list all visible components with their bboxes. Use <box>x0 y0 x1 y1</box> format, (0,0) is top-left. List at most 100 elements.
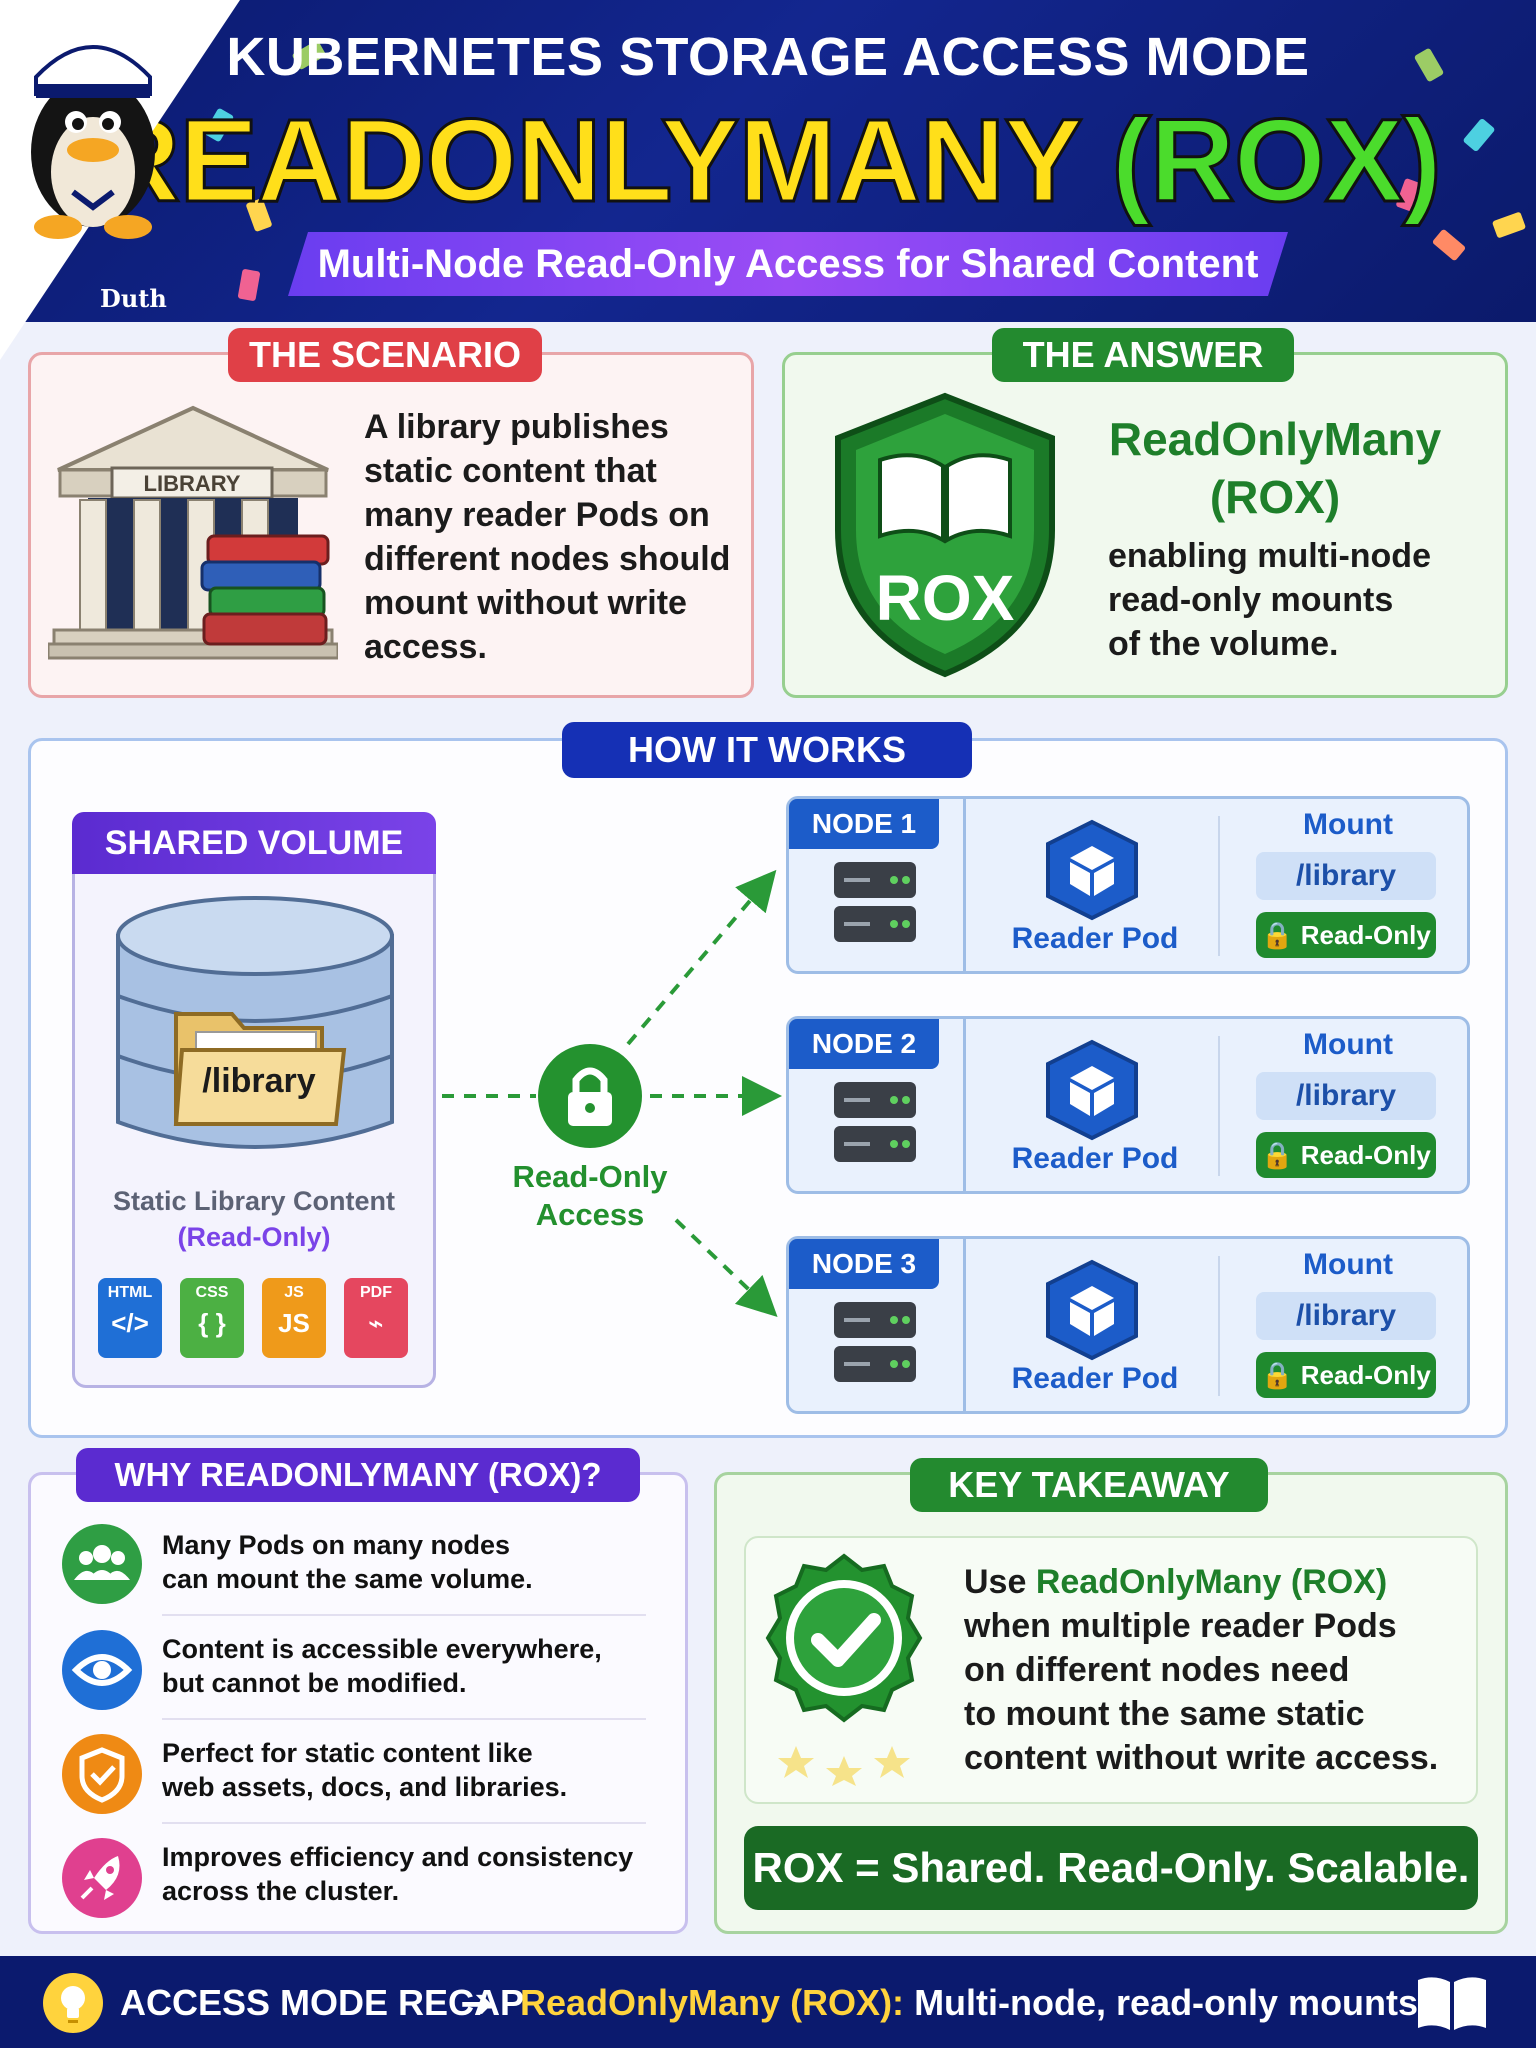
why-item-line: but cannot be modified. <box>162 1668 467 1698</box>
why-item-line: Many Pods on many nodes <box>162 1530 511 1560</box>
page-subtitle: Multi-Node Read-Only Access for Shared C… <box>288 232 1288 296</box>
why-item-4: Improves efficiency and consistency acro… <box>162 1840 662 1908</box>
pod-cube-icon <box>1040 818 1144 922</box>
takeaway-label: KEY TAKEAWAY <box>910 1458 1268 1512</box>
arrow-right-icon: ➔ <box>460 1982 494 2026</box>
takeaway-line: Use ReadOnlyMany (ROX) <box>964 1560 1464 1604</box>
divider <box>162 1822 646 1824</box>
divider <box>162 1718 646 1720</box>
folder-path: /library <box>202 1062 316 1100</box>
answer-text: enabling multi-node read-only mounts of … <box>1108 534 1488 666</box>
confetti <box>237 268 261 302</box>
answer-title-line2: (ROX) <box>1209 471 1341 523</box>
read-only-badge-label: Read-Only <box>1300 920 1431 950</box>
reader-pod-label: Reader Pod <box>1011 922 1179 955</box>
node-3-tag: NODE 3 <box>789 1239 939 1289</box>
file-glyph: ⌁ <box>368 1308 384 1338</box>
js-file-icon: JS JS <box>262 1278 326 1358</box>
footer-highlight: ReadOnlyMany (ROX): <box>520 1982 905 2023</box>
shield-text: ROX <box>876 562 1015 634</box>
reader-pod-label: Reader Pod <box>1011 1142 1179 1175</box>
rox-shield-icon: ROX <box>830 390 1060 680</box>
lightbulb-icon <box>42 1972 104 2034</box>
pdf-file-icon: PDF ⌁ <box>344 1278 408 1358</box>
shield-check-icon <box>62 1734 142 1814</box>
answer-line: of the volume. <box>1108 625 1339 663</box>
access-line1: Read-Only <box>512 1159 668 1194</box>
why-item-3: Perfect for static content like web asse… <box>162 1736 662 1804</box>
check-badge-icon <box>756 1550 932 1786</box>
server-icon <box>832 1300 918 1384</box>
read-only-badge: 🔒 Read-Only <box>1256 1352 1436 1398</box>
access-line2: Access <box>535 1197 645 1232</box>
takeaway-highlight: ReadOnlyMany (ROX) <box>1035 1563 1388 1601</box>
takeaway-text: Use ReadOnlyMany (ROX) when multiple rea… <box>964 1560 1464 1780</box>
html-file-icon: HTML </> <box>98 1278 162 1358</box>
page-kicker: KUBERNETES STORAGE ACCESS MODE <box>226 27 1310 87</box>
mount-path: /library <box>1256 1072 1436 1120</box>
mount-label: Mount <box>1303 808 1393 841</box>
file-glyph: JS <box>278 1308 310 1338</box>
svg-text:LIBRARY: LIBRARY <box>144 471 241 496</box>
answer-label: THE ANSWER <box>992 328 1294 382</box>
corner-text: Duth <box>100 284 167 313</box>
node-divider <box>963 796 966 974</box>
server-icon <box>832 860 918 944</box>
why-item-line: Perfect for static content like <box>162 1738 533 1768</box>
why-item-line: Content is accessible everywhere, <box>162 1634 602 1664</box>
mount-label: Mount <box>1303 1028 1393 1061</box>
why-item-line: can mount the same volume. <box>162 1564 533 1594</box>
mount-label: Mount <box>1303 1248 1393 1281</box>
why-item-line: Improves efficiency and consistency <box>162 1842 634 1872</box>
folder-icon <box>172 1004 348 1128</box>
shared-volume-label: SHARED VOLUME <box>72 812 436 874</box>
access-label: Read-Only Access <box>500 1158 680 1234</box>
open-book-icon <box>1414 1972 1490 2034</box>
file-tag: PDF <box>360 1284 392 1301</box>
pod-cube-icon <box>1040 1258 1144 1362</box>
node-2-tag: NODE 2 <box>789 1019 939 1069</box>
file-tag: JS <box>284 1284 304 1301</box>
content-note: (Read-Only) <box>177 1222 331 1252</box>
takeaway-line: on different nodes need <box>964 1651 1350 1689</box>
footer-recap: ReadOnlyMany (ROX): Multi-node, read-onl… <box>520 1980 1428 2026</box>
takeaway-line: to mount the same static <box>964 1695 1365 1733</box>
scenario-line: access. <box>364 628 487 666</box>
read-only-badge-label: Read-Only <box>1300 1140 1431 1170</box>
answer-line: enabling multi-node <box>1108 537 1431 575</box>
library-building-icon: LIBRARY <box>46 400 340 670</box>
css-file-icon: CSS { } <box>180 1278 244 1358</box>
scenario-line: many reader Pods on <box>364 496 710 534</box>
footer-text: Multi-node, read-only mounts. <box>914 1982 1429 2023</box>
answer-title-line1: ReadOnlyMany <box>1108 413 1442 465</box>
mount-path: /library <box>1256 1292 1436 1340</box>
footer-label: ACCESS MODE RECAP <box>120 1982 525 2023</box>
node-1-tag: NODE 1 <box>789 799 939 849</box>
node-divider <box>1218 816 1220 956</box>
divider <box>162 1614 646 1616</box>
why-item-line: web assets, docs, and libraries. <box>162 1772 568 1802</box>
why-label: WHY READONLYMANY (ROX)? <box>76 1448 640 1502</box>
answer-title: ReadOnlyMany (ROX) <box>1090 410 1460 526</box>
mount-path: /library <box>1256 852 1436 900</box>
scenario-text: A library publishes static content that … <box>364 405 734 669</box>
pod-cube-icon <box>1040 1038 1144 1142</box>
takeaway-slogan: ROX = Shared. Read-Only. Scalable. <box>744 1826 1478 1910</box>
how-label: HOW IT WORKS <box>562 722 972 778</box>
header-banner: KUBERNETES STORAGE ACCESS MODE READONLYM… <box>0 0 1536 322</box>
node-divider <box>963 1016 966 1194</box>
takeaway-lead: Use <box>964 1563 1036 1601</box>
why-item-2: Content is accessible everywhere, but ca… <box>162 1632 662 1700</box>
users-icon <box>62 1524 142 1604</box>
read-only-badge: 🔒 Read-Only <box>1256 912 1436 958</box>
node-divider <box>963 1236 966 1414</box>
rocket-icon <box>62 1838 142 1918</box>
access-arrows <box>442 869 782 1318</box>
file-glyph: { } <box>198 1308 226 1338</box>
penguin-mascot-icon <box>18 22 168 242</box>
file-tag: CSS <box>195 1284 229 1301</box>
takeaway-line: content without write access. <box>964 1739 1439 1777</box>
answer-line: read-only mounts <box>1108 581 1394 619</box>
footer-bar <box>0 1956 1536 2048</box>
read-only-badge: 🔒 Read-Only <box>1256 1132 1436 1178</box>
